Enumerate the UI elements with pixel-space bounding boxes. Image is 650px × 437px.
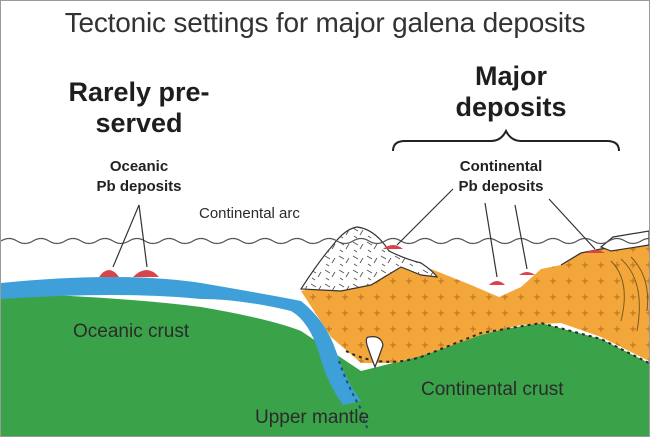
oceanic-deposit-right xyxy=(133,270,159,277)
arc-deposit xyxy=(383,245,403,249)
continental-deposit-1 xyxy=(489,281,505,285)
label-line-2: Pb deposits xyxy=(96,178,182,195)
oceanic-slab-dotted xyxy=(338,360,370,432)
label-line-2: Pb deposits xyxy=(458,178,544,195)
heading-line-2: deposits xyxy=(455,92,567,122)
continental-deposit-2 xyxy=(519,272,535,275)
continental-deposit-3 xyxy=(585,250,605,253)
magma-drop-shape xyxy=(365,336,384,369)
major-deposits-heading: Major deposits xyxy=(441,61,581,123)
continental-arc-label: Continental arc xyxy=(199,205,300,222)
heading-line-2: served xyxy=(95,108,183,138)
oceanic-leader-lines xyxy=(112,204,148,268)
label-line-1: Continental xyxy=(459,158,543,175)
upper-mantle-label: Upper mantle xyxy=(255,407,370,428)
major-deposits-brace xyxy=(392,128,620,152)
oceanic-crust-shape xyxy=(1,277,361,405)
continental-leader-lines xyxy=(396,188,596,278)
rarely-preserved-heading: Rarely pre- served xyxy=(49,77,229,139)
right-block-lines xyxy=(610,256,649,332)
continental-pb-deposits-label: Continental Pb deposits xyxy=(437,157,565,197)
oceanic-crust-label: Oceanic crust xyxy=(73,321,190,342)
continental-arc-texture xyxy=(301,227,437,291)
sea-surface-line xyxy=(1,237,649,245)
heading-line-1: Major xyxy=(474,61,547,91)
diagram-title: Tectonic settings for major galena depos… xyxy=(64,7,586,38)
heading-line-1: Rarely pre- xyxy=(68,77,210,107)
continental-crust-label: Continental crust xyxy=(421,379,564,400)
label-line-1: Oceanic xyxy=(109,158,169,175)
oceanic-pb-deposits-label: Oceanic Pb deposits xyxy=(79,157,199,197)
oceanic-deposit-left xyxy=(99,270,119,277)
